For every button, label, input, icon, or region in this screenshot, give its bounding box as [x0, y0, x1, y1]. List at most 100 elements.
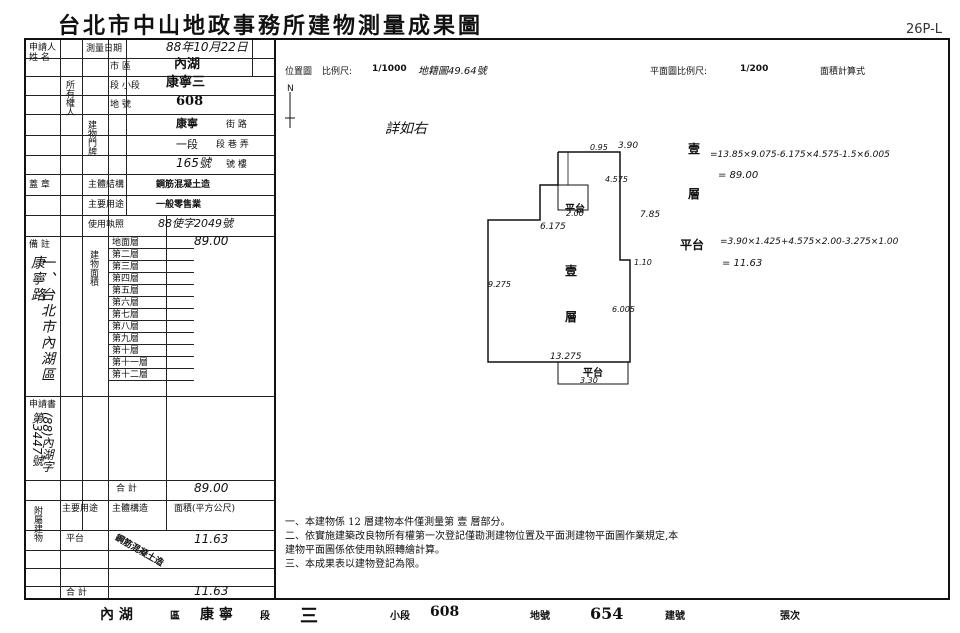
dim-d10: 13.275 — [550, 352, 582, 362]
dim-d6: 2.00 — [566, 209, 584, 218]
dim-d7: 9.275 — [488, 280, 511, 289]
dim-d1: 0.95 — [590, 143, 608, 152]
application-label: 申請書 — [29, 400, 57, 410]
floor-row-11: 第十一層 — [112, 358, 149, 368]
footer-section-suffix: 段 — [260, 611, 270, 622]
total-label: 合 計 — [116, 484, 137, 494]
footer-building-suffix: 建號 — [665, 611, 685, 622]
floor-row-5: 第五層 — [112, 286, 140, 296]
sub-structure: 鋼筋混凝土造 — [113, 533, 165, 569]
lot-value: 608 — [176, 94, 204, 109]
footer-building-no: 654 — [590, 604, 624, 623]
page-title: 台北市中山地政事務所建物測量成果圖 — [58, 13, 484, 39]
total-area: 89.00 — [194, 481, 229, 495]
floors-label: 建物面積 — [88, 250, 98, 286]
floor1-label-b: 層 — [688, 187, 701, 201]
seal-label: 蓋 章 — [29, 180, 50, 190]
footer-subsection: 三 — [300, 606, 318, 627]
floor-row-10: 第十層 — [112, 346, 140, 356]
floor-row-9: 第九層 — [112, 334, 140, 344]
ground-floor-area: 89.00 — [194, 234, 229, 248]
section-label: 段 小段 — [110, 81, 140, 91]
footer-district: 內 湖 — [100, 607, 133, 623]
section-value: 康寧三 — [166, 75, 206, 90]
street-value: 康寧 — [176, 117, 198, 130]
dim-d2: 3.90 — [618, 141, 639, 151]
dim-d9: 6.005 — [612, 305, 635, 314]
plan-platform-bottom: 平台 — [583, 368, 603, 379]
plan-text-a: 壹 — [565, 264, 578, 278]
corner-note: 26P-L — [905, 22, 942, 37]
structure-label: 主體結構 — [88, 180, 125, 190]
note-1: 一、本建物係 12 層建物本件僅測量第 壹 層部分。 — [285, 517, 511, 528]
scale-label: 比例尺: — [322, 67, 353, 77]
applicant-label: 申請人 姓 名 — [29, 43, 57, 63]
notes-list: 一、本建物係 12 層建物本件僅測量第 壹 層部分。 二、依實施建築改良物所有權… — [285, 516, 685, 572]
dim-d11: 3.30 — [580, 376, 598, 385]
footer-subsection-suffix: 小段 — [390, 611, 410, 622]
sub-total-label: 合 計 — [66, 588, 87, 598]
floor-row-8: 第八層 — [112, 322, 140, 332]
lane-label: 段 巷 弄 — [216, 140, 249, 150]
lane-value: 一段 — [176, 138, 198, 151]
position-label: 位置圖 — [285, 67, 313, 77]
dim-d5: 7.85 — [640, 210, 661, 220]
floor1-label-a: 壹 — [688, 142, 701, 156]
note-3: 三、本成果表以建物登記為限。 — [285, 559, 425, 570]
dim-d3: 4.575 — [605, 175, 628, 184]
sub-row1-area: 11.63 — [194, 532, 229, 546]
position-scale: 1/1000 — [372, 64, 407, 74]
owner-label: 所有權人 — [64, 80, 74, 116]
plan-scale: 1/200 — [740, 64, 769, 74]
floor-row-3: 第三層 — [112, 262, 140, 272]
number-label: 號 樓 — [226, 160, 247, 170]
calc-floor1-a: =13.85×9.075-6.175×4.575-1.5×6.005 — [710, 150, 890, 160]
floor-row-12: 第十二層 — [112, 370, 149, 380]
platform-label: 平台 — [680, 238, 705, 252]
north-label: N — [287, 84, 294, 94]
sub-row1: 平台 — [66, 534, 85, 544]
address-label: 建物門牌 — [86, 120, 96, 156]
district-label: 市 區 — [110, 62, 131, 72]
area-calc-label: 面積計算式 — [820, 67, 866, 77]
plan-area — [272, 38, 950, 600]
subsidiary-label: 附屬建物 — [32, 506, 42, 542]
use-label: 主要用途 — [88, 200, 125, 210]
floor-row-1: 地面層 — [112, 238, 140, 248]
plan-scale-label: 平面圖比例尺: — [650, 67, 708, 77]
footer-lot-suffix: 地號 — [530, 611, 550, 622]
floor-row-6: 第六層 — [112, 298, 140, 308]
plan-platform-top: 平台 — [565, 204, 585, 215]
calc-platform-a: =3.90×1.425+4.575×2.00-3.275×1.00 — [720, 237, 899, 247]
calc-platform-b: = 11.63 — [722, 258, 763, 269]
footer-lot: 608 — [430, 604, 460, 620]
plan-text-b: 層 — [565, 310, 578, 324]
floor-row-7: 第七層 — [112, 310, 140, 320]
sub-use-header: 主要用途 — [62, 504, 99, 514]
floor-plan-drawing — [487, 151, 631, 385]
remarks-text: 一、台北市內湖區康寧路 — [29, 255, 55, 383]
remarks-label: 備 註 — [29, 240, 50, 250]
footer-district-suffix: 區 — [170, 611, 180, 622]
license-label: 使用執照 — [88, 220, 125, 230]
dim-d8: 1.10 — [634, 258, 652, 267]
number-value: 165號 — [176, 156, 211, 170]
sub-area-header: 面積(平方公尺) — [174, 504, 236, 514]
position-ref: 地籍圖49.64號 — [418, 66, 487, 77]
calc-floor1-b: = 89.00 — [718, 170, 759, 181]
footer-page-label: 張次 — [780, 611, 800, 622]
north-arrow-icon — [285, 92, 295, 128]
sub-structure-header: 主體構造 — [112, 504, 149, 514]
floor-row-2: 第二層 — [112, 250, 140, 260]
note-2: 二、依實施建築改良物所有權第一次登記僅勘測建物位置及平面測建物平面圖作業規定,本… — [285, 531, 679, 556]
survey-data-table: 申請人 姓 名 所有權人 蓋 章 測量日期 88年10月22日 市 區 內湖 段… — [24, 38, 276, 600]
lot-label: 地 號 — [110, 100, 131, 110]
survey-date: 88年10月22日 — [166, 40, 248, 54]
application-value: (88)內湖字第3447號 — [30, 412, 54, 473]
street-label: 街 路 — [226, 120, 247, 130]
dim-d4: 6.175 — [540, 222, 566, 232]
use-value: 一般零售業 — [156, 200, 202, 210]
footer-location: 內 湖 區 康 寧 段 三 小段 608 地號 654 建號 張次 — [90, 604, 870, 628]
footer-section: 康 寧 — [200, 607, 233, 623]
floor-row-4: 第四層 — [112, 274, 140, 284]
